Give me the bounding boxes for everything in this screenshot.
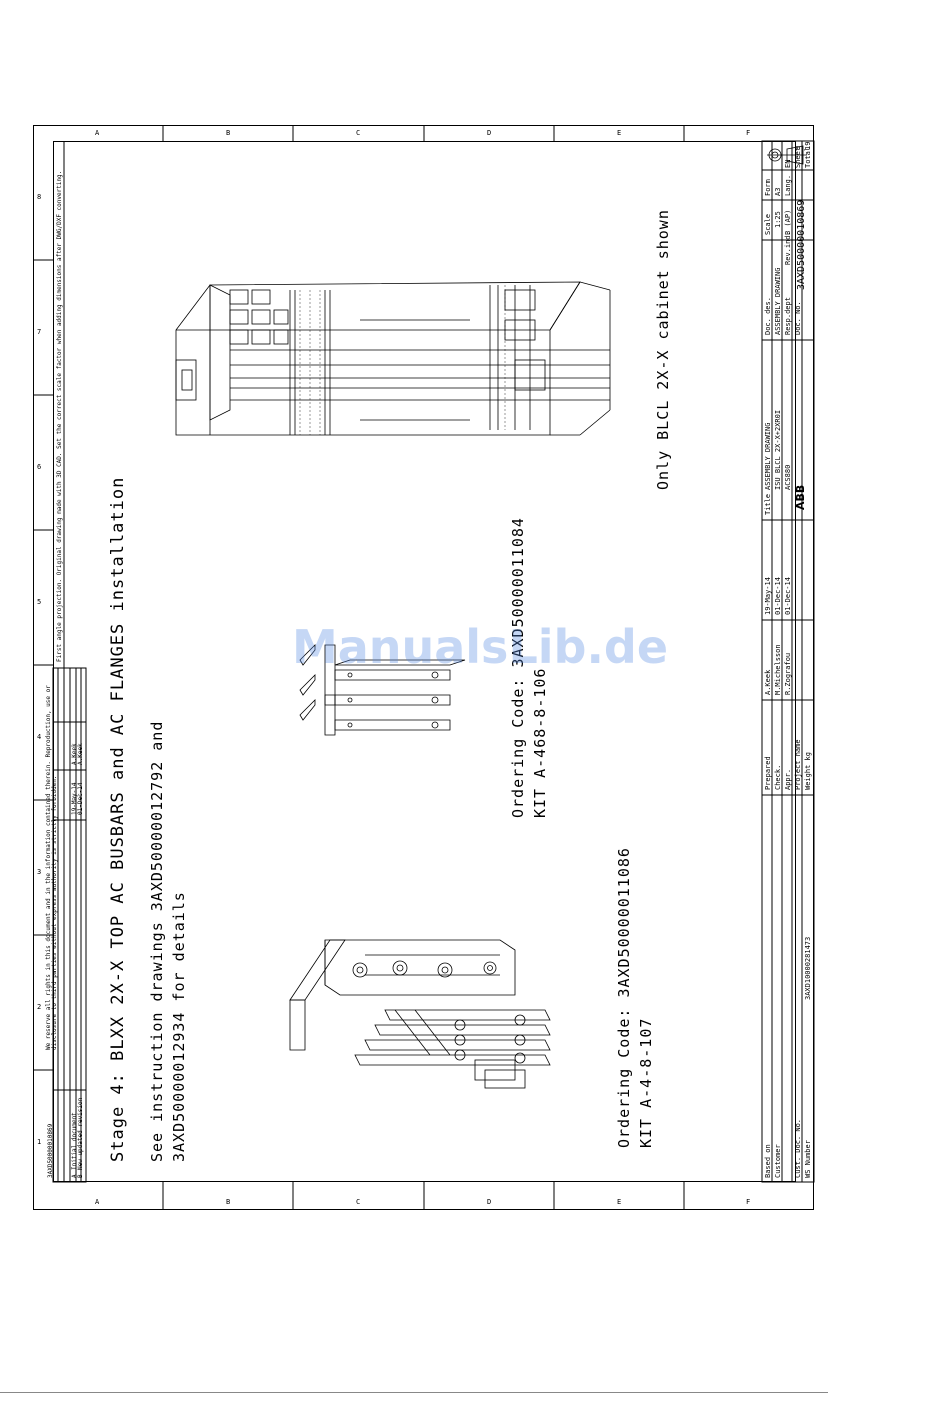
- ws-number-label: WS Number: [804, 1140, 812, 1178]
- flange-kit-b-illustration: [299, 644, 466, 736]
- zone-label: E: [617, 129, 622, 137]
- checked-by: M.Michelsson: [774, 644, 782, 695]
- title-line-3: ACS880: [784, 464, 792, 490]
- page-footer-rule: [0, 1392, 828, 1393]
- zone-label: D: [487, 1198, 492, 1206]
- zone-label: 5: [37, 598, 42, 606]
- zone-label: C: [356, 1198, 361, 1206]
- based-on-label: Based on: [764, 1144, 772, 1178]
- cust-doc-label: Cust. Doc. No.: [794, 1118, 802, 1178]
- customer-label: Customer: [774, 1144, 782, 1178]
- format-value: A3: [774, 187, 782, 196]
- drawing-border: [53, 141, 796, 1182]
- zone-label: A: [95, 1198, 100, 1206]
- prepared-label: Prepared: [764, 756, 772, 790]
- rev-ind-label: Rev.ind.: [784, 231, 792, 265]
- watermark: ManualsLib.de: [291, 620, 669, 674]
- title-value: ASSEMBLY DRAWING: [764, 422, 772, 490]
- project-label: Project name: [794, 739, 802, 790]
- zone-label: 4: [37, 733, 42, 741]
- zone-label: 2: [37, 1003, 42, 1011]
- checked-label: Check.: [774, 764, 782, 790]
- prepared-by: A.Keek: [764, 669, 772, 695]
- zone-label: 6: [37, 463, 42, 471]
- scale-value: 1:25: [774, 211, 782, 228]
- ws-number-value: 3AXD10000281473: [804, 936, 812, 1000]
- abb-logo: ABB: [794, 484, 807, 510]
- format-label: Form: [764, 179, 772, 196]
- approved-by: R.Zografou: [784, 652, 792, 695]
- prepared-date: 19-May-14: [764, 577, 772, 615]
- zone-label: B: [226, 129, 231, 137]
- doc-no-value: 3AXD50000010869: [796, 199, 807, 290]
- zone-label: E: [617, 1198, 622, 1206]
- resp-dept-label: Resp.dept: [784, 297, 792, 335]
- zone-label: 1: [37, 1138, 42, 1146]
- doc-no-label: Doc. No.: [794, 301, 802, 335]
- rev-ind-value: B (AP): [784, 209, 792, 235]
- zone-label: F: [746, 129, 751, 137]
- zone-label: 3: [37, 868, 42, 876]
- doc-des-value: ASSEMBLY DRAWING: [774, 267, 782, 335]
- zone-label: A: [95, 129, 100, 137]
- zone-label: D: [487, 129, 492, 137]
- scale-label: Scale: [764, 213, 772, 235]
- doc-des-label: Doc. des.: [764, 297, 772, 335]
- weight-label: Weight kg: [804, 752, 812, 790]
- title-line-2: ISU BLCL 2X-X+2XR0I: [774, 409, 782, 490]
- lang-label: Lang.: [784, 174, 792, 196]
- zone-label: B: [226, 1198, 231, 1206]
- checked-date: 01-Dec-14: [774, 577, 782, 615]
- zone-label: 7: [37, 328, 42, 336]
- approved-date: 01-Dec-14: [784, 577, 792, 615]
- zone-label: F: [746, 1198, 751, 1206]
- zone-label: C: [356, 129, 361, 137]
- title-label: Title: [764, 493, 772, 515]
- busbar-kit-a-illustration: [289, 939, 551, 1089]
- projection-symbol-icon: [767, 145, 807, 165]
- cabinet-illustration: [175, 281, 611, 436]
- zone-label: 8: [37, 193, 42, 201]
- approved-label: Appr.: [784, 768, 792, 790]
